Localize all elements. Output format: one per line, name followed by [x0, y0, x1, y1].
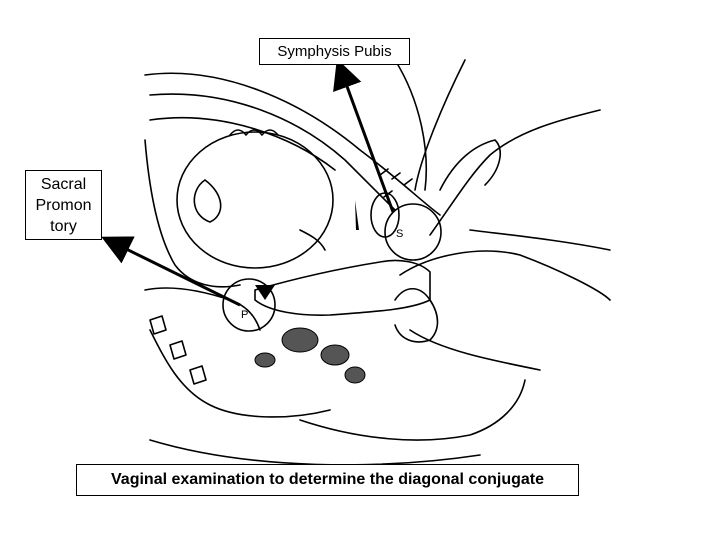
bladder-wedge [255, 285, 275, 300]
symphysis-pubis-label: Symphysis Pubis [259, 38, 410, 65]
symphysis-arrow [333, 58, 395, 213]
uterus-wall [149, 117, 336, 171]
vertebra-1 [149, 315, 167, 335]
vertebra-3 [189, 365, 207, 385]
abdomen-outline [144, 72, 441, 216]
figure-caption: Vaginal examination to determine the dia… [76, 464, 579, 496]
symphysis-circle [384, 203, 442, 261]
examiner-thumb [439, 139, 501, 191]
sacral-promontory-label: Sacral Promon tory [25, 170, 102, 240]
examining-fingers [254, 259, 431, 316]
marker-s: S [396, 228, 403, 240]
perineum-contour [299, 379, 526, 441]
thigh-contour [394, 59, 428, 191]
sacral-label-line-2: Promon [35, 197, 92, 214]
fetal-head [176, 131, 334, 269]
rectum-shading-1 [281, 327, 319, 353]
rectum-shading-2 [320, 344, 350, 366]
vertebra-2 [169, 340, 187, 360]
pubic-hair [379, 168, 413, 198]
rectum-shading-4 [254, 352, 276, 368]
sacral-label-line-3: tory [50, 218, 77, 235]
examiner-hand-lower [399, 250, 611, 371]
fetal-ear [193, 179, 222, 223]
examiner-knuckles [394, 287, 439, 343]
sacral-label-line-1: Sacral [40, 176, 87, 193]
leg-contour [414, 59, 466, 191]
bottom-contour [149, 439, 481, 466]
sacrum-curve [149, 329, 331, 418]
sacral-arrow [101, 236, 241, 307]
abdomen-wall [149, 93, 396, 211]
fetal-hair [229, 129, 279, 136]
promontory-circle [222, 278, 276, 332]
marker-p: P [241, 309, 248, 321]
fetal-face [299, 229, 326, 251]
examiner-hand-upper [429, 109, 611, 251]
rectum-shading-3 [344, 366, 366, 384]
back-contour [144, 139, 241, 288]
ligament-mark [355, 200, 359, 230]
